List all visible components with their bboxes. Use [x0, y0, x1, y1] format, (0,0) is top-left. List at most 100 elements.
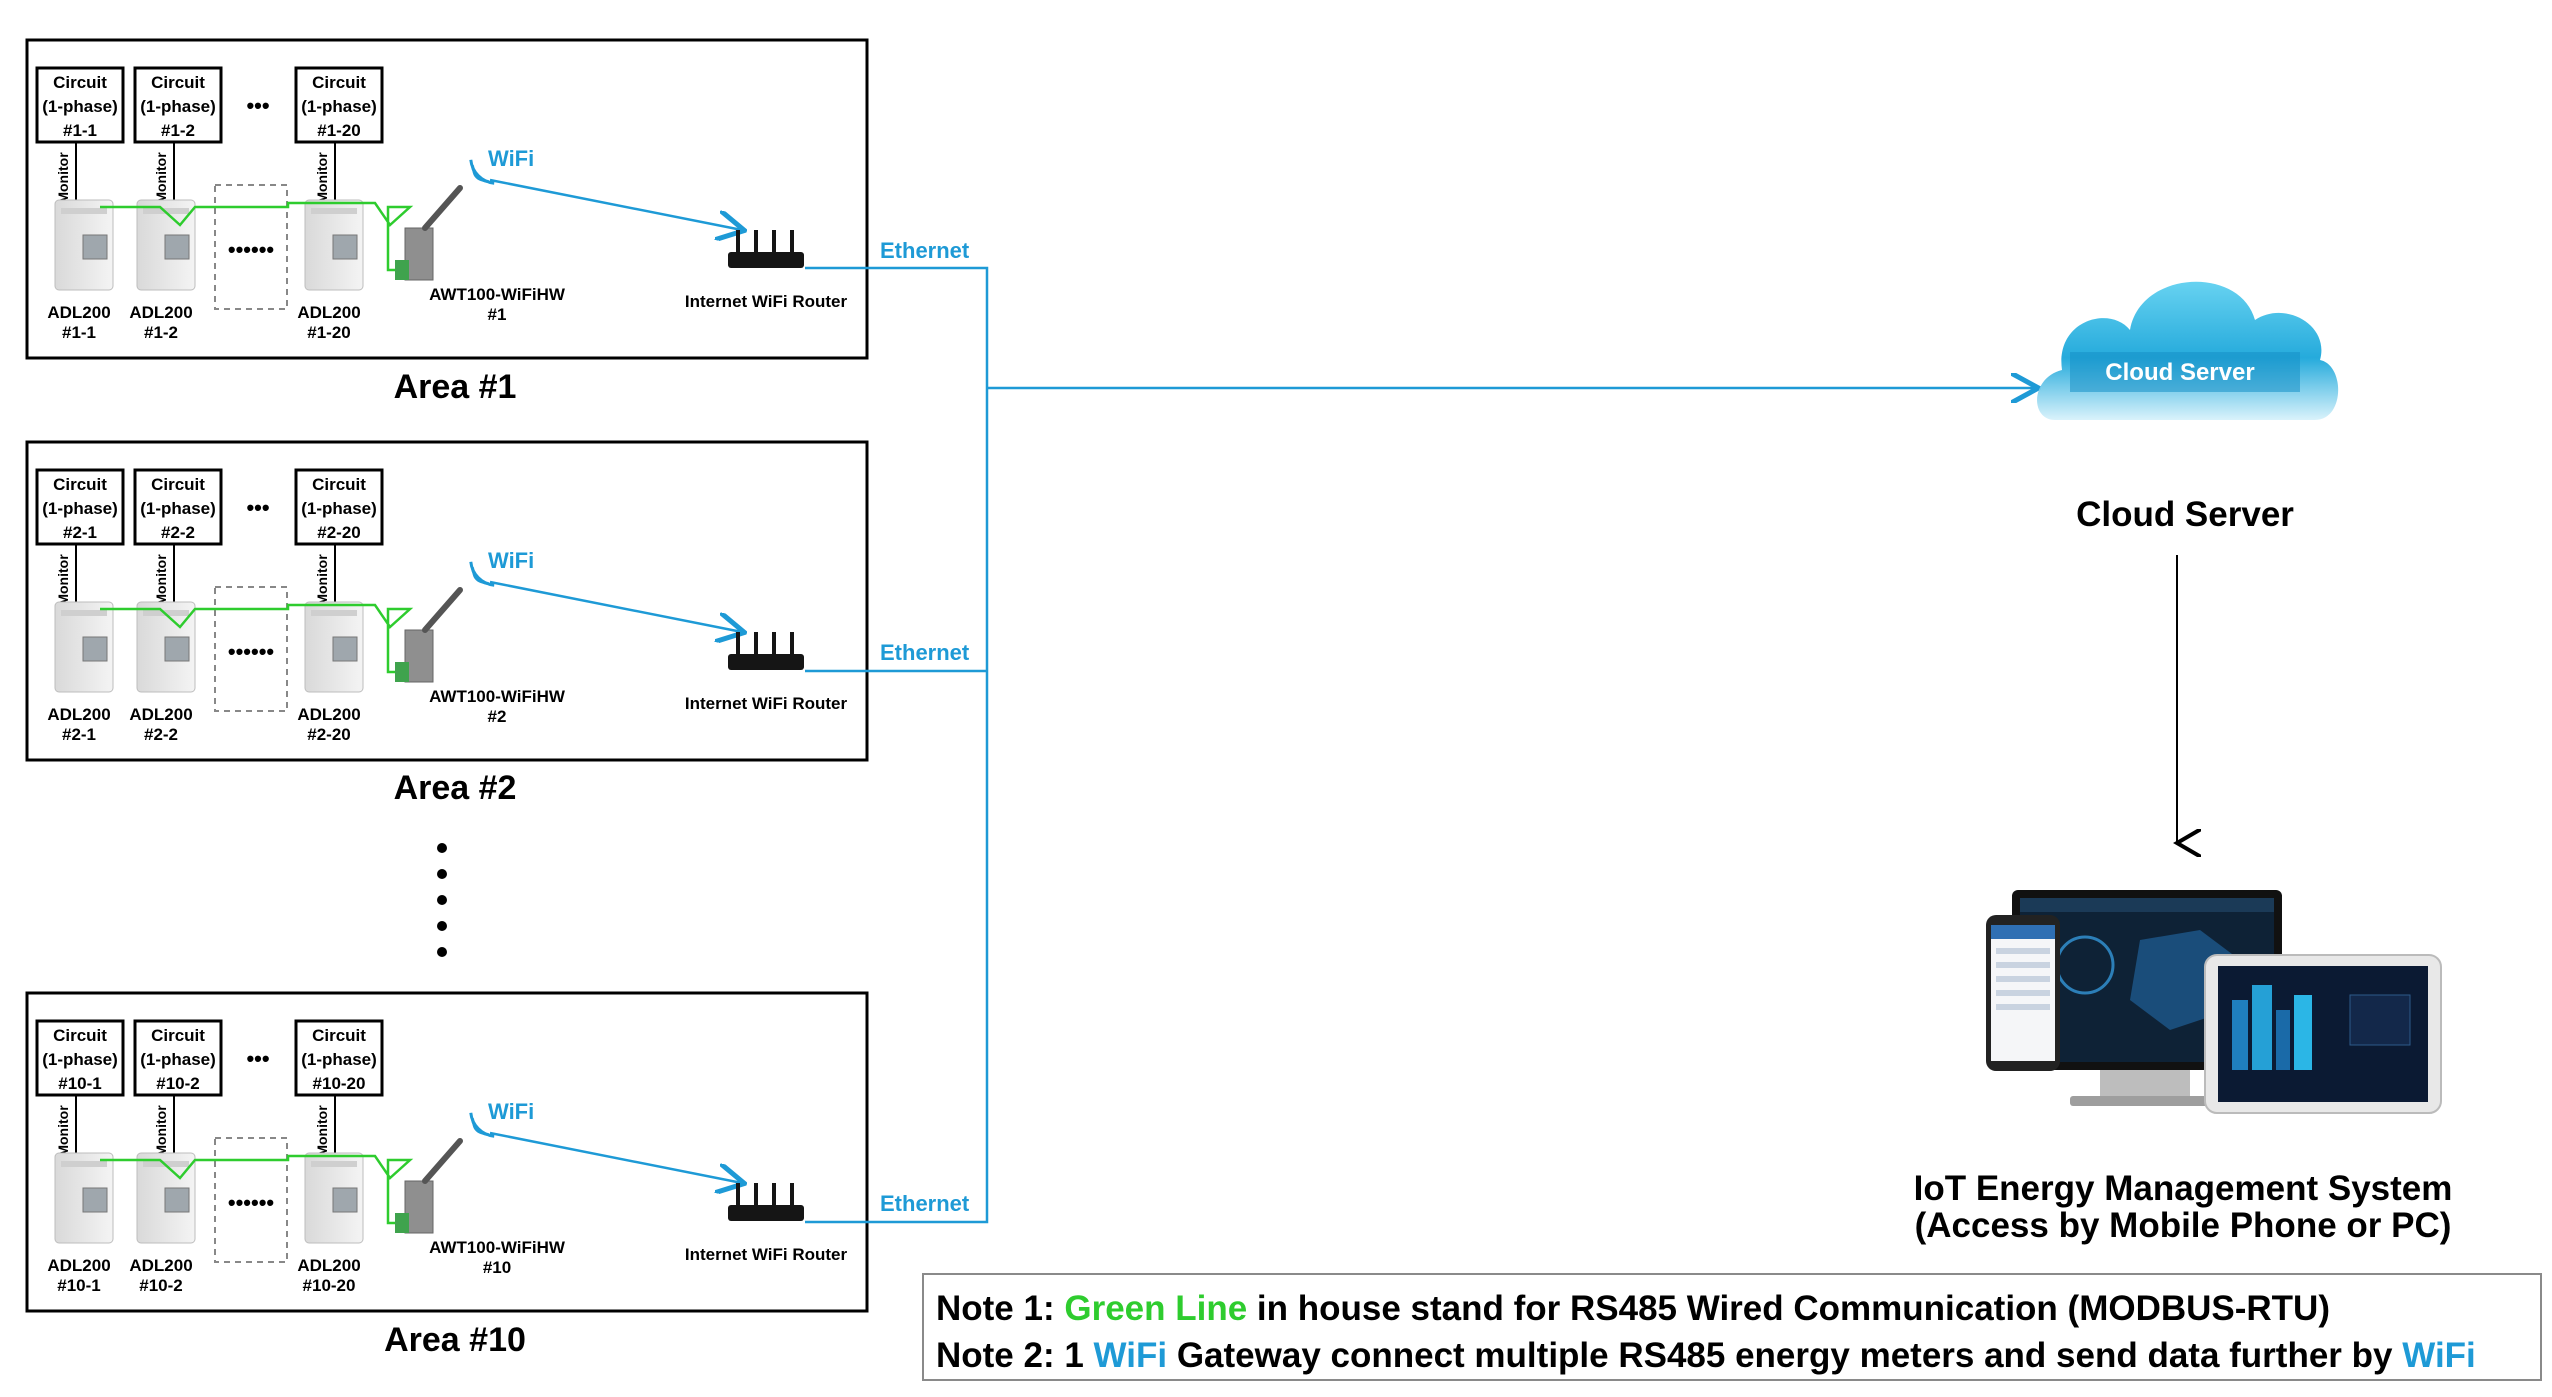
wifi-wave-icon: [469, 159, 495, 185]
meter-name: ADL200: [129, 705, 192, 724]
router-icon: [728, 252, 804, 268]
meter-id: #1-2: [144, 323, 178, 342]
circuit-id: #2-2: [161, 523, 195, 542]
circuit-label: Circuit: [151, 1026, 205, 1045]
ethernet-label: Ethernet: [880, 238, 970, 263]
circuit-phase: (1-phase): [42, 1050, 118, 1069]
circuit-phase: (1-phase): [140, 1050, 216, 1069]
circuit-box: [294, 66, 384, 144]
ethernet-label: Ethernet: [880, 640, 970, 665]
gateway-id: #2: [488, 707, 507, 726]
monitor-label: Monitor: [55, 152, 71, 204]
meter-id: #10-2: [139, 1276, 182, 1295]
circuit-box: [35, 66, 125, 144]
wifi-label: WiFi: [488, 1099, 534, 1124]
circuit-box: [133, 66, 223, 144]
circuit-id: #2-1: [63, 523, 97, 542]
meter-id: #2-1: [62, 725, 96, 744]
system-title-line1: IoT Energy Management System: [1914, 1169, 2453, 1208]
note-2-text: Gateway connect multiple RS485 energy me…: [1167, 1336, 2403, 1375]
circuit-label: Circuit: [312, 475, 366, 494]
circuit-box: [133, 468, 223, 546]
more-areas-dots: [437, 843, 447, 957]
wifi-label: WiFi: [488, 146, 534, 171]
meter-id: #2-20: [307, 725, 350, 744]
note-1: Note 1: Green Line in house stand for RS…: [936, 1285, 2540, 1332]
cloud-server-title: Cloud Server: [2076, 495, 2294, 534]
rs485-line: [100, 1154, 414, 1225]
meter-ellipsis: ••••••: [228, 1190, 274, 1215]
meter-id: #10-20: [303, 1276, 356, 1295]
circuit-box: [294, 468, 384, 546]
ethernet-label: Ethernet: [880, 1191, 970, 1216]
circuit-id: #10-2: [156, 1074, 199, 1093]
circuit-id: #1-1: [63, 121, 97, 140]
circuit-label: Circuit: [312, 73, 366, 92]
router-label: Internet WiFi Router: [685, 694, 848, 713]
monitor-label: Monitor: [55, 554, 71, 606]
more-meters-placeholder: [214, 184, 288, 310]
circuit-label: Circuit: [53, 73, 107, 92]
more-meters-placeholder: [214, 1137, 288, 1263]
devices-illustration: [1986, 890, 2442, 1114]
wifi-arrow: [489, 580, 742, 632]
note-1-prefix: Note 1:: [936, 1289, 1065, 1328]
circuit-phase: (1-phase): [140, 499, 216, 518]
wifi-label: WiFi: [488, 548, 534, 573]
monitor-label: Monitor: [55, 1105, 71, 1157]
gateway-name: AWT100-WiFiHW: [429, 687, 566, 706]
note-2-prefix: Note 2: 1: [936, 1336, 1094, 1375]
area-2-content: Circuit(1-phase)#2-1MonitorCircuit(1-pha…: [35, 468, 970, 744]
wifi-arrow: [489, 178, 742, 230]
meter-ellipsis: ••••••: [228, 237, 274, 262]
area-box-10: [25, 991, 869, 1313]
wifi-wave-icon: [469, 1112, 495, 1138]
meter-name: ADL200: [297, 1256, 360, 1275]
circuit-phase: (1-phase): [301, 1050, 377, 1069]
gateway-icon: [404, 629, 434, 683]
gateway-icon: [404, 227, 434, 281]
note-2-wifi-2: WiFi: [2402, 1336, 2476, 1375]
gateway-name: AWT100-WiFiHW: [429, 1238, 566, 1257]
meter-id: #2-2: [144, 725, 178, 744]
circuit-id: #2-20: [317, 523, 360, 542]
router-icon: [728, 1205, 804, 1221]
circuit-box: [133, 1019, 223, 1097]
circuit-phase: (1-phase): [301, 499, 377, 518]
area-box-1: [25, 38, 869, 360]
circuit-box: [35, 468, 125, 546]
circuit-box: [294, 1019, 384, 1097]
circuit-phase: (1-phase): [301, 97, 377, 116]
cloud-server-icon: [2037, 281, 2339, 420]
note-1-green-line: Green Line: [1064, 1289, 1248, 1328]
meter-id: #1-1: [62, 323, 96, 342]
circuit-label: Circuit: [53, 1026, 107, 1045]
rs485-line: [100, 603, 414, 674]
circuit-label: Circuit: [53, 475, 107, 494]
circuit-phase: (1-phase): [42, 499, 118, 518]
area-box-2: [25, 440, 869, 762]
meter-id: #10-1: [57, 1276, 100, 1295]
circuit-ellipsis: •••: [246, 1046, 269, 1071]
area-title-2: Area #2: [394, 769, 517, 807]
note-2-wifi-1: WiFi: [1093, 1336, 1168, 1375]
monitor-label: Monitor: [153, 554, 169, 606]
notes-box: Note 1: Green Line in house stand for RS…: [922, 1273, 2542, 1381]
monitor-label: Monitor: [314, 1105, 330, 1157]
meter-name: ADL200: [297, 303, 360, 322]
circuit-label: Circuit: [151, 73, 205, 92]
gateway-name: AWT100-WiFiHW: [429, 285, 566, 304]
meter-name: ADL200: [47, 1256, 110, 1275]
monitor-label: Monitor: [314, 152, 330, 204]
gateway-id: #1: [488, 305, 507, 324]
area-title-10: Area #10: [384, 1321, 526, 1359]
circuit-id: #1-2: [161, 121, 195, 140]
monitor-label: Monitor: [153, 152, 169, 204]
router-icon: [728, 654, 804, 670]
note-2: Note 2: 1 WiFi Gateway connect multiple …: [936, 1332, 2540, 1379]
meter-name: ADL200: [129, 303, 192, 322]
area-3-content: Circuit (1-phase) #10-1 Monitor Circuit (1-ph…: [35, 1019, 970, 1295]
wifi-arrow: [489, 1131, 742, 1183]
router-label: Internet WiFi Router: [685, 292, 848, 311]
cloud-badge-label: Cloud Server: [2105, 359, 2254, 386]
